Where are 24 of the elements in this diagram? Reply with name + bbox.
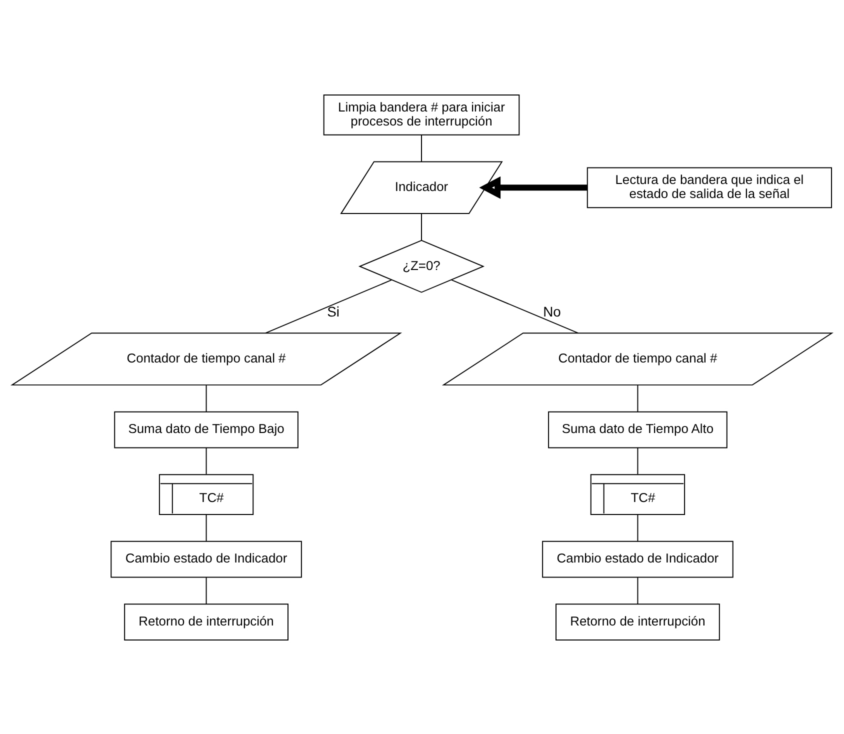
connector	[206, 446, 207, 474]
node-box: Cambio estado de Indicador	[542, 540, 734, 578]
connector	[421, 134, 422, 162]
connector	[451, 278, 579, 334]
node-diamond: ¿Z=0?	[358, 239, 485, 292]
connector	[637, 576, 638, 604]
connector	[637, 384, 638, 412]
edge-label: Si	[327, 302, 340, 319]
connector	[206, 576, 207, 604]
connector	[206, 514, 207, 541]
node-box: Limpia bandera # para iniciar procesos de interrupción	[323, 94, 520, 135]
edge-label: No	[543, 302, 561, 319]
node-box: Retorno de interrupción	[124, 603, 288, 640]
node-box: Suma dato de Tiempo Bajo	[114, 410, 298, 448]
connector	[637, 446, 638, 474]
node-box: Retorno de interrupción	[556, 603, 720, 640]
node-box: Lectura de bandera que indica el estado de salida de la señal	[586, 166, 832, 208]
connector	[265, 278, 392, 334]
node-box: Cambio estado de Indicador	[110, 540, 302, 578]
connector	[637, 514, 638, 541]
connector	[421, 212, 422, 240]
arrow	[479, 176, 588, 198]
node-box: Suma dato de Tiempo Alto	[548, 410, 728, 448]
connector	[206, 384, 207, 412]
